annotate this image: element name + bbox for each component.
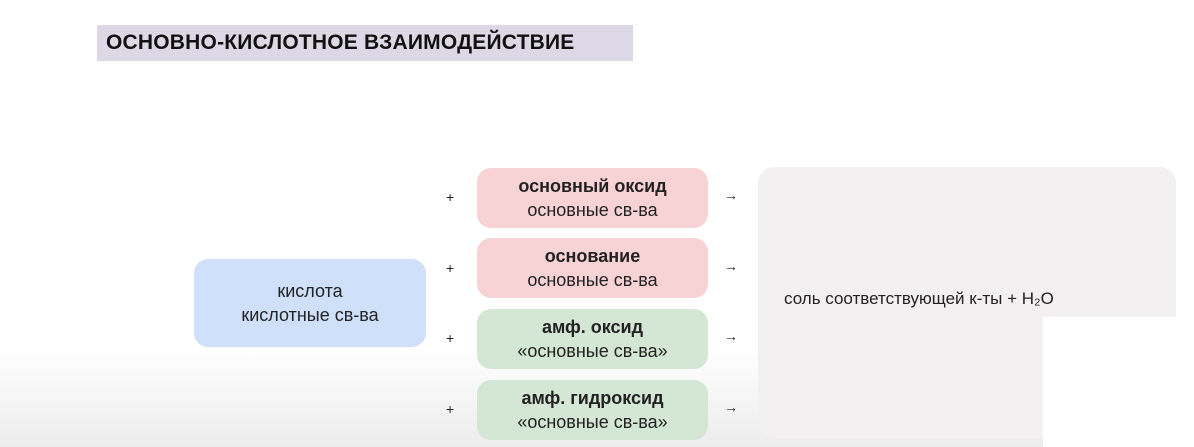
- arrow-icon: →: [724, 399, 738, 415]
- plus-sign: +: [446, 330, 455, 346]
- overlay-patch: [1043, 317, 1194, 447]
- reactant-props: «основные св-ва»: [517, 341, 668, 361]
- reactant-base: основание основные св-ва: [477, 238, 708, 298]
- acid-box: кислота кислотные св-ва: [194, 259, 426, 347]
- result-box: соль соответствующей к-ты + H₂O: [758, 167, 1176, 438]
- plus-sign: +: [446, 260, 455, 276]
- arrow-icon: →: [724, 328, 738, 344]
- reactant-props: «основные св-ва»: [517, 412, 668, 432]
- page-title: ОСНОВНО-КИСЛОТНОЕ ВЗАИМОДЕЙСТВИЕ: [97, 25, 633, 61]
- result-text: соль соответствующей к-ты + H₂O: [784, 289, 1054, 308]
- acid-props: кислотные св-ва: [241, 305, 379, 325]
- reactant-amphoteric-oxide: амф. оксид «основные св-ва»: [477, 309, 708, 369]
- reactant-props: основные св-ва: [527, 200, 658, 220]
- reactant-props: основные св-ва: [527, 270, 658, 290]
- reactant-name: основный оксид: [518, 176, 667, 196]
- plus-sign: +: [446, 401, 455, 417]
- acid-name: кислота: [277, 281, 343, 301]
- plus-sign: +: [446, 189, 455, 205]
- reactant-name: амф. гидроксид: [521, 388, 664, 408]
- reactant-amphoteric-hydroxide: амф. гидроксид «основные св-ва»: [477, 380, 708, 440]
- reactant-basic-oxide: основный оксид основные св-ва: [477, 168, 708, 228]
- arrow-icon: →: [724, 187, 738, 203]
- reactant-name: амф. оксид: [541, 317, 644, 337]
- arrow-icon: →: [724, 258, 738, 274]
- reactant-name: основание: [544, 246, 641, 266]
